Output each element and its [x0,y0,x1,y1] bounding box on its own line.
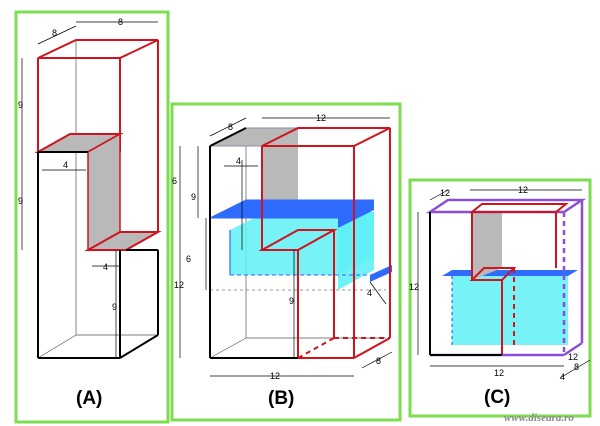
blue-bottom-lip [370,265,392,282]
panel-caption: (A) [76,388,102,409]
blue-edge [338,200,374,228]
gray-step-side [87,132,121,252]
panel-b: 8 12 6 9 12 6 4 9 4 12 8 (B) [170,102,402,422]
dim-line [429,189,449,201]
dim-line [37,25,77,45]
dim-line [559,359,591,379]
dim-label: 8 [52,28,57,38]
dim-label: 9 [18,196,23,206]
hidden-edge [209,337,247,359]
dim-label: 8 [118,17,123,27]
dim-label: 12 [518,185,528,195]
panel-a: 8 8 9 9 9 4 4 (A) [14,10,170,424]
dim-line [209,117,247,137]
dim-label: 6 [172,176,177,186]
dim-label: 12 [440,188,450,198]
dim-label: 12 [270,371,280,381]
cyan-fill [452,276,568,345]
dim-label: 4 [63,160,68,170]
dim-label: 12 [316,113,326,123]
purple-edge [563,341,583,357]
dim-label: 8 [228,122,233,132]
dim-label: 12 [568,352,578,362]
black-edge [209,127,247,147]
red-edge [353,337,391,359]
cyan-fill [230,212,374,275]
dim-label: 4 [367,288,372,298]
dim-label: 4 [103,262,108,272]
watermark: www.diseara.ro [504,412,574,424]
dim-label: 9 [289,296,294,306]
dim-label: 8 [376,356,381,366]
dim-label: 9 [191,192,196,202]
dim-label: 4 [236,156,241,166]
dim-label: 12 [409,282,419,292]
black-edge [119,334,159,359]
dim-label: 12 [494,368,504,378]
dim-label: 4 [560,372,565,382]
gray-step-bottom [84,231,162,251]
dim-label: 9 [112,302,117,312]
panel-caption: (B) [268,388,294,409]
gray-inner-face [262,128,298,218]
dim-line [369,281,387,305]
dim-label: 8 [574,362,579,372]
dim-label: 9 [18,100,23,110]
dim-label: 6 [186,254,191,264]
dim-line [361,351,393,369]
panel-c: 12 12 12 12 12 4 8 (C) [408,178,592,418]
hidden-edge [37,334,77,359]
panel-caption: (C) [484,387,510,408]
red-top-face [469,203,569,213]
dim-label: 12 [174,280,184,290]
red-dashed-edge [297,337,335,359]
gray-inner-face [472,212,502,280]
